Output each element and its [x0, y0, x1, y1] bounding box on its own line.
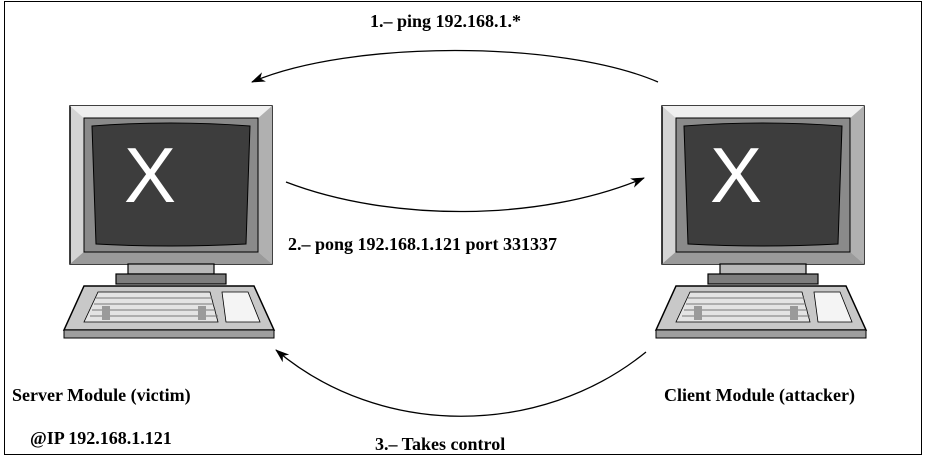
step-1-label: 1.– ping 192.168.1.* [370, 11, 522, 31]
pong-arrow [285, 177, 645, 213]
step-3-label: 3.– Takes control [375, 434, 506, 454]
server-ip-label: @IP 192.168.1.121 [30, 428, 172, 448]
client-module-label: Client Module (attacker) [664, 385, 855, 405]
server-module-label: Server Module (victim) [12, 385, 191, 405]
server-screen-x-icon: X [124, 131, 176, 219]
client-screen-x-icon: X [710, 131, 762, 219]
step-2-label: 2.– pong 192.168.1.121 port 331337 [288, 234, 558, 254]
ping-arrow [251, 49, 659, 83]
control-arrow [275, 349, 647, 417]
diagram-frame [4, 1, 922, 455]
